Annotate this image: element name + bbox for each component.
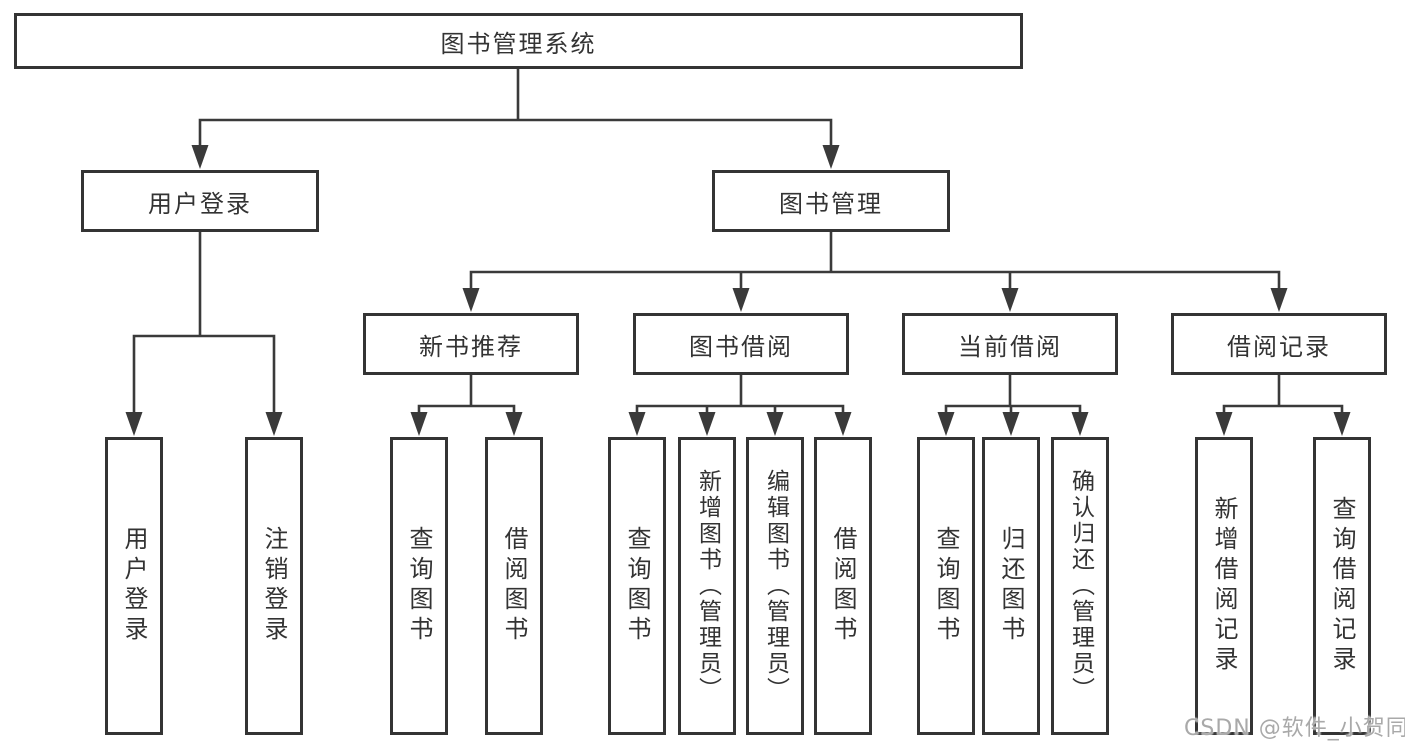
node-current-borrowing: 当前借阅: [902, 313, 1118, 375]
watermark-text: CSDN @软件_小贺同学: [1184, 716, 1405, 741]
leaf-records-query-borrow-record: 查询借阅记录: [1313, 437, 1371, 735]
leaf-recommend-query-books: 查询图书: [390, 437, 448, 735]
leaf-records-add-borrow-record: 新增借阅记录: [1195, 437, 1253, 735]
node-borrowing-records: 借阅记录: [1171, 313, 1387, 375]
node-book-management: 图书管理: [712, 170, 950, 232]
node-book-management-system: 图书管理系统: [14, 13, 1023, 69]
leaf-user-login: 用户登录: [105, 437, 163, 735]
node-new-book-recommendation: 新书推荐: [363, 313, 579, 375]
node-book-borrowing: 图书借阅: [633, 313, 849, 375]
leaf-borrowing-edit-books-admin: 编辑图书（管理员）: [746, 437, 804, 735]
leaf-recommend-borrow-books: 借阅图书: [485, 437, 543, 735]
leaf-current-query-books: 查询图书: [917, 437, 975, 735]
node-user-login: 用户登录: [81, 170, 319, 232]
leaf-logout-login: 注销登录: [245, 437, 303, 735]
leaf-current-return-books: 归还图书: [982, 437, 1040, 735]
leaf-borrowing-add-books-admin: 新增图书（管理员）: [678, 437, 736, 735]
leaf-current-confirm-return-admin: 确认归还（管理员）: [1051, 437, 1109, 735]
leaf-borrowing-query-books: 查询图书: [608, 437, 666, 735]
arrowheads: [125, 145, 1351, 436]
leaf-borrowing-borrow-books: 借阅图书: [814, 437, 872, 735]
